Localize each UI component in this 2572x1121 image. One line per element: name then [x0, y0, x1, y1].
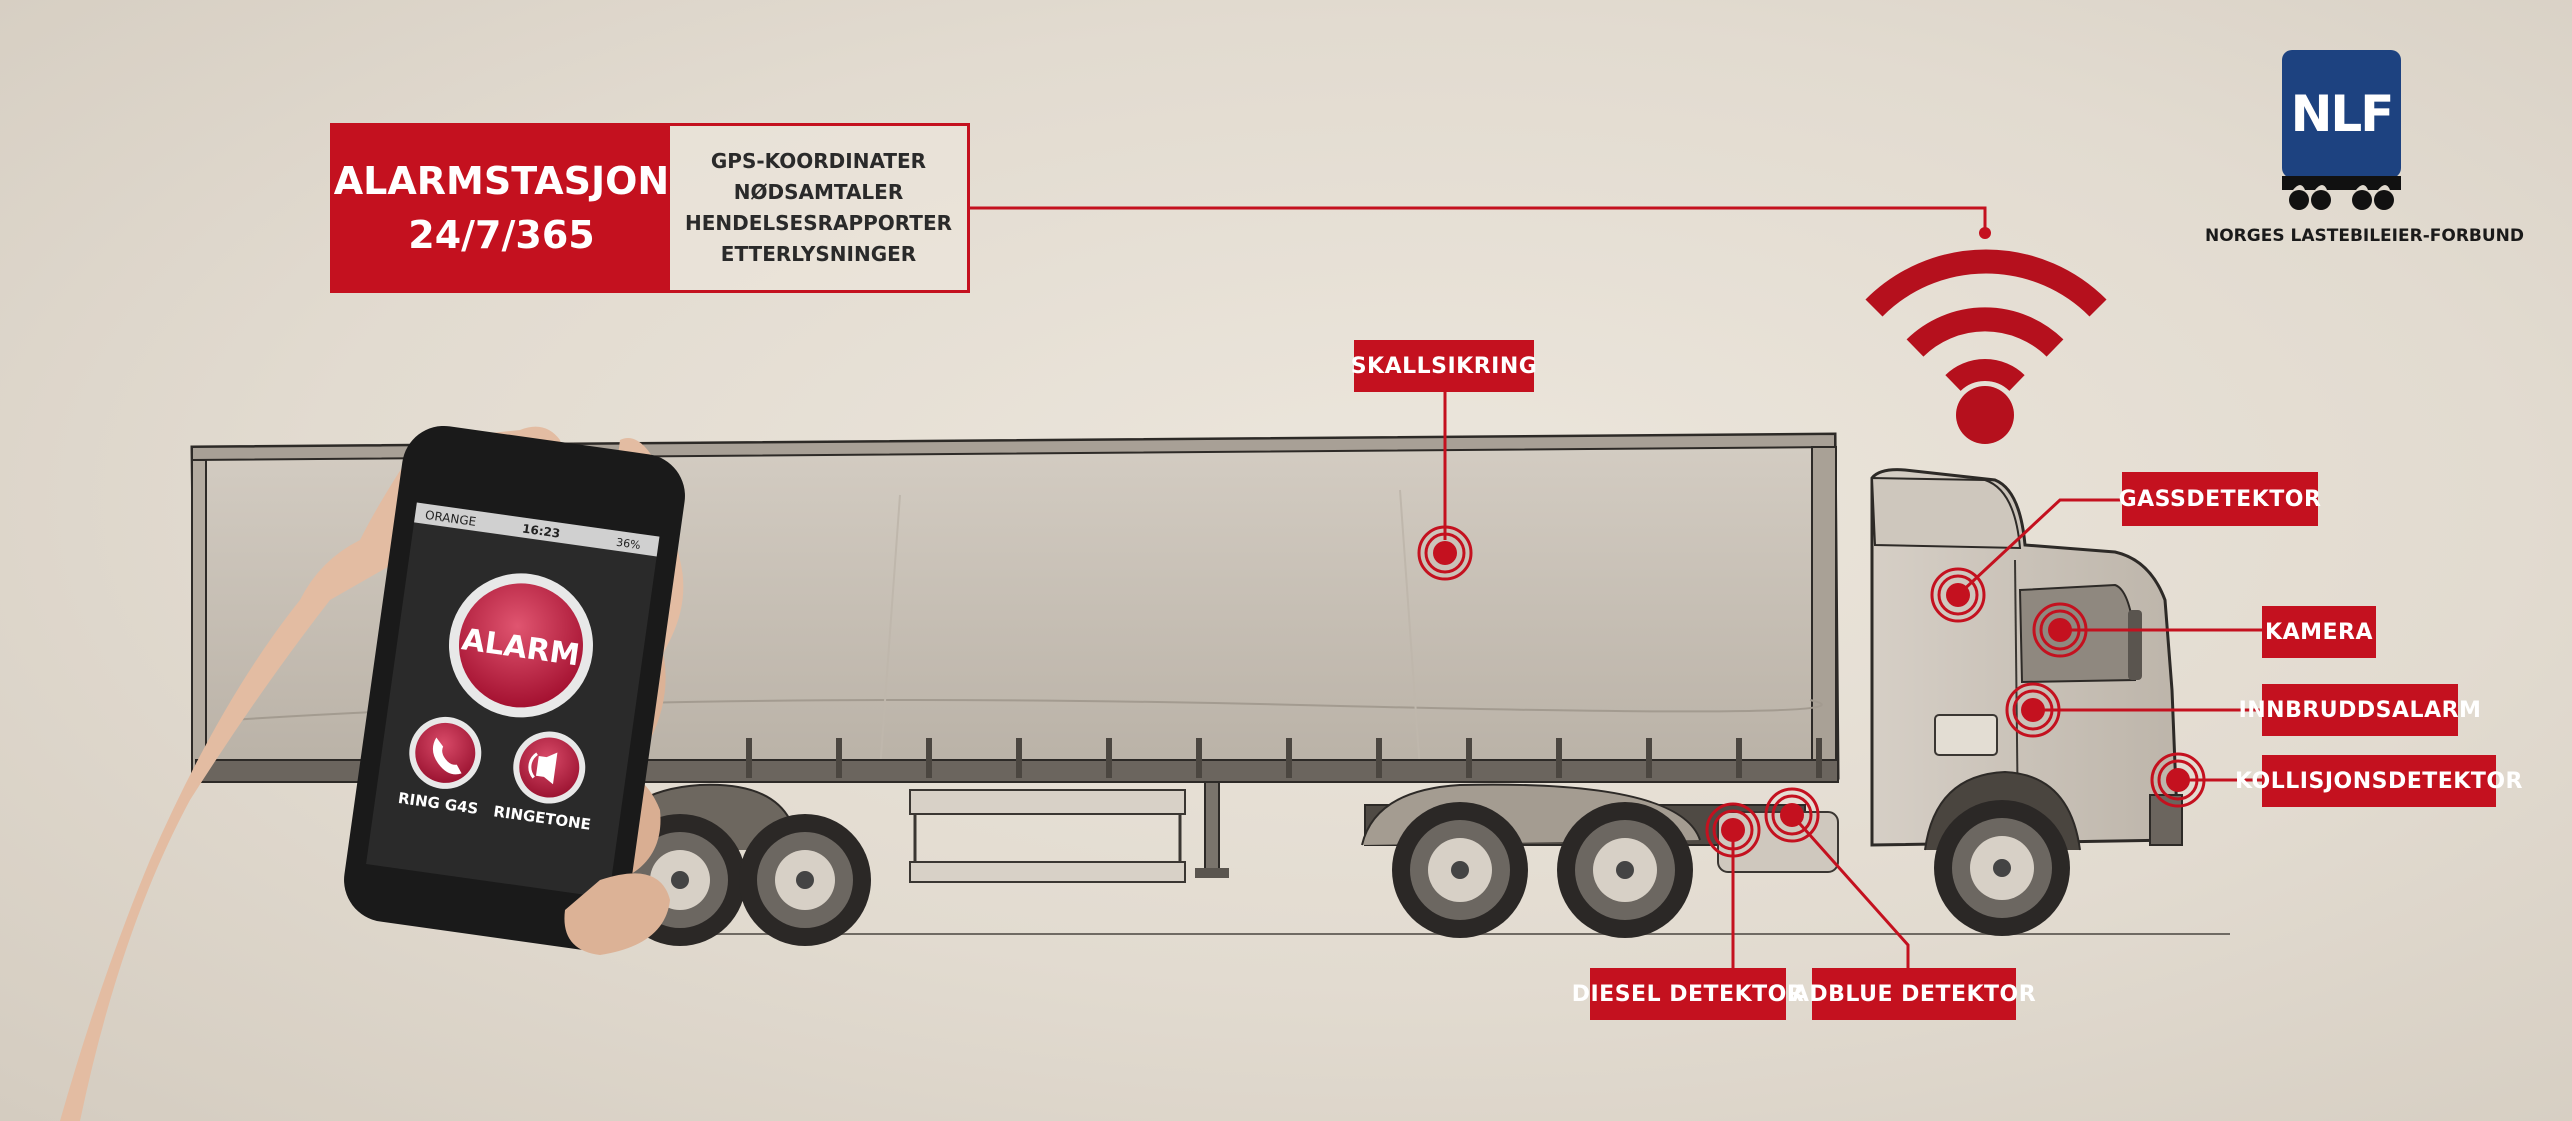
tractor-unit [1361, 468, 2183, 873]
wifi-icon [1865, 249, 2107, 392]
alarm-station-title-line2: 24/7/365 [408, 213, 595, 257]
sensor-marker-kamera [2032, 602, 2088, 658]
sensor-marker-gassdetektor [1930, 567, 1986, 623]
sensor-marker-kollisjonsdetektor [2150, 752, 2206, 808]
alarm-station-title: ALARMSTASJON 24/7/365 [333, 126, 670, 290]
service-item: HENDELSESRAPPORTER [684, 211, 953, 235]
sensor-label-kamera: KAMERA [2262, 606, 2376, 658]
alarm-station-services: GPS-KOORDINATER NØDSAMTALER HENDELSESRAP… [670, 126, 967, 290]
thumb [564, 873, 670, 955]
nlf-logo-wheels-icon [2282, 176, 2401, 210]
sensor-marker-diesel [1705, 802, 1761, 858]
tractor-wheels [1392, 800, 2070, 938]
nlf-logo: NLF NORGES LASTEBILEIER-FORBUND [2205, 48, 2525, 258]
sensor-marker-innbruddsalarm [2005, 682, 2061, 738]
nlf-logo-badge: NLF [2282, 50, 2401, 178]
phone-battery: 36% [615, 536, 641, 552]
phone: ORANGE 16:23 36% ALARM RING G4S RINGETON… [344, 425, 685, 950]
sensor-marker-skallsikring [1417, 525, 1473, 581]
sensor-label-innbruddsalarm: INNBRUDDSALARM [2239, 684, 2481, 736]
wifi-dot-icon [1956, 386, 2014, 444]
speaker-icon [535, 752, 558, 785]
wifi-connector-dot [1979, 227, 1991, 239]
phone-handset-icon [432, 737, 462, 775]
sensor-label-kollisjonsdetektor: KOLLISJONSDETEKTOR [2235, 755, 2523, 807]
sensor-markers [1417, 525, 2206, 858]
alarm-button[interactable] [451, 575, 591, 715]
sensor-label-adblue: ADBLUE DETEKTOR [1792, 968, 2036, 1020]
phone-time: 16:23 [521, 522, 561, 541]
sensor-marker-adblue [1764, 787, 1820, 843]
service-item: NØDSAMTALER [733, 180, 904, 204]
sensor-label-skallsikring: SKALLSIKRING [1351, 340, 1537, 392]
sensor-label-diesel: DIESEL DETEKTOR [1572, 968, 1804, 1020]
alarm-station-box: ALARMSTASJON 24/7/365 GPS-KOORDINATER NØ… [330, 123, 970, 293]
connector-lines [970, 206, 2262, 968]
alarm-station-title-line1: ALARMSTASJON [333, 159, 670, 203]
call-button[interactable] [411, 719, 479, 787]
service-item: GPS-KOORDINATER [710, 149, 927, 173]
sensor-label-gassdetektor: GASSDETEKTOR [2119, 472, 2321, 526]
nlf-logo-caption: NORGES LASTEBILEIER-FORBUND [2205, 226, 2525, 246]
service-item: ETTERLYSNINGER [720, 242, 917, 266]
